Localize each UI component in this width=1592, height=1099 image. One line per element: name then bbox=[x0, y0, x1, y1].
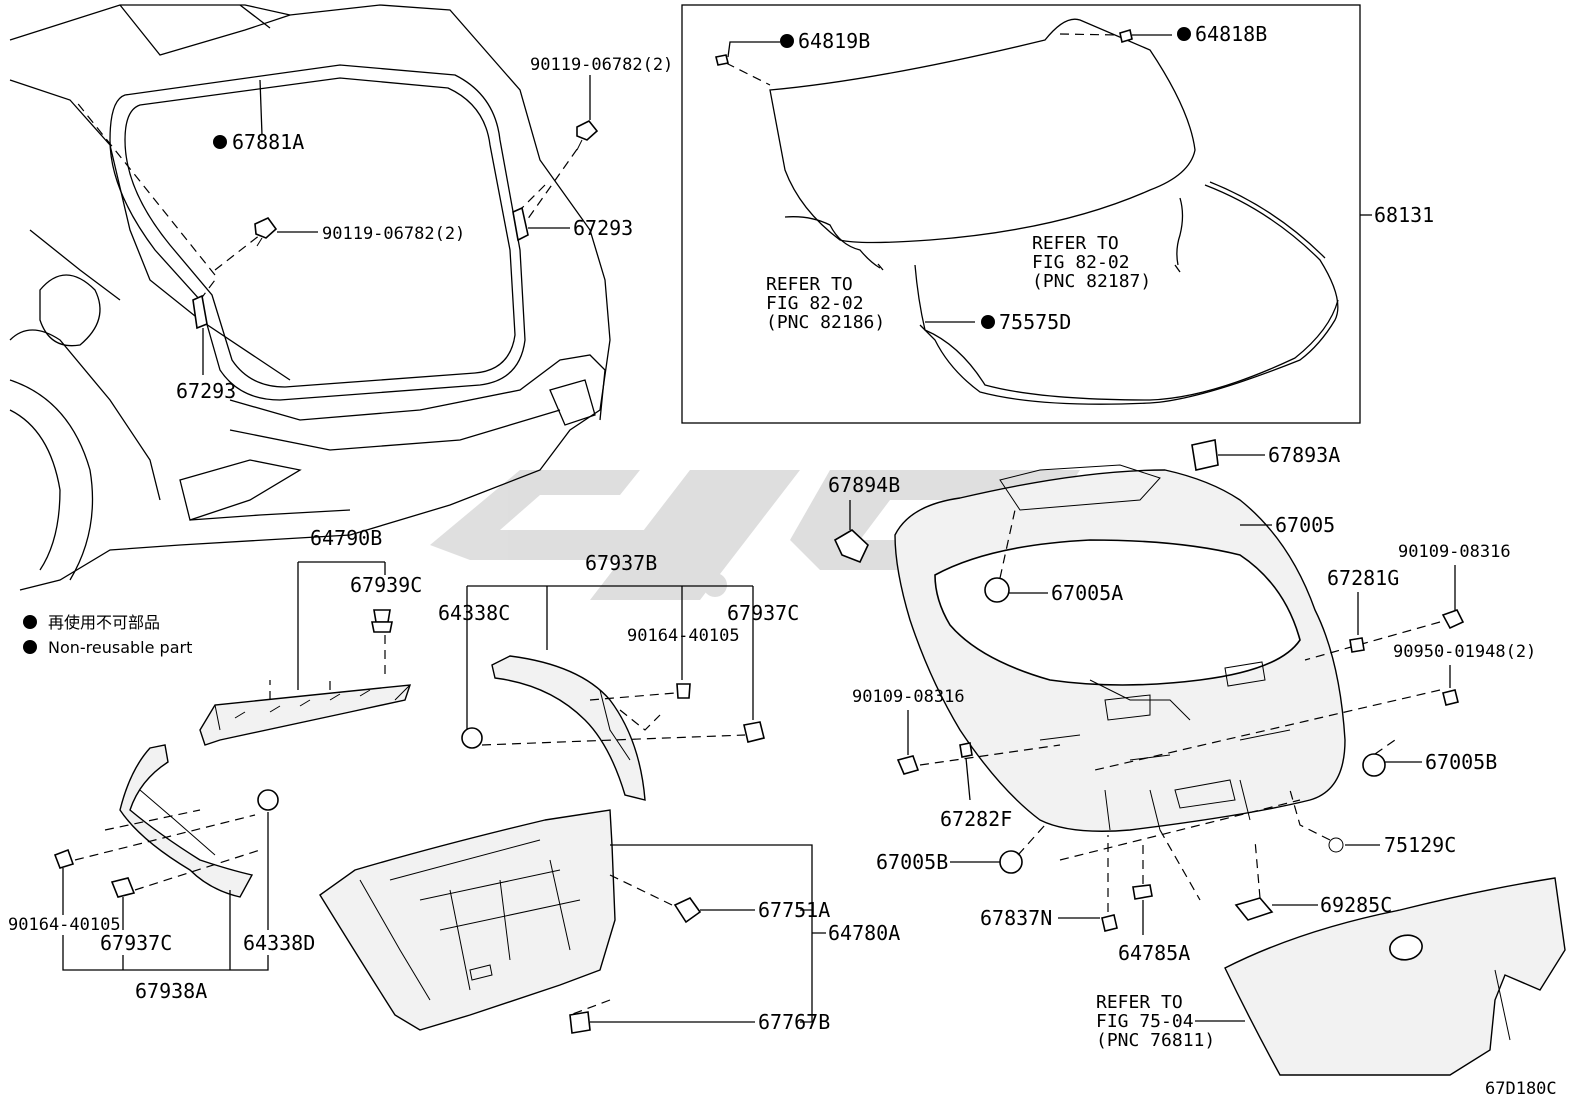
label-67293-right: 67293 bbox=[573, 216, 633, 240]
grommet-64338D-icon bbox=[257, 789, 279, 811]
label-69285C: 69285C bbox=[1320, 893, 1392, 917]
label-64785A: 64785A bbox=[1118, 941, 1190, 965]
quarter-trim-67938A bbox=[119, 744, 254, 898]
label-67893A: 67893A bbox=[1268, 443, 1340, 467]
label-67881A: 67881A bbox=[232, 130, 304, 154]
cushion-67005B-left-icon bbox=[999, 850, 1023, 874]
grommet-64338C-icon bbox=[461, 727, 483, 749]
legend-dot-icon bbox=[23, 615, 37, 629]
nut-90950-icon bbox=[1442, 689, 1459, 706]
label-90164-upper: 90164-40105 bbox=[627, 626, 740, 646]
ref-right-line1: REFER TO bbox=[1032, 233, 1119, 254]
screw-90164-lower-icon bbox=[53, 848, 75, 869]
clip-67937C-upper-icon bbox=[743, 721, 765, 743]
nonreusable-dot-icon bbox=[780, 34, 794, 48]
label-67751A: 67751A bbox=[758, 898, 830, 922]
label-90119-top: 90119-06782(2) bbox=[530, 55, 673, 75]
label-67293-left: 67293 bbox=[176, 379, 236, 403]
ref-left-line1: REFER TO bbox=[766, 274, 853, 295]
label-64338C: 64338C bbox=[438, 601, 510, 625]
clip-67751A-icon bbox=[673, 896, 702, 924]
clip-64819B-icon bbox=[715, 54, 729, 66]
label-67282F: 67282F bbox=[940, 807, 1012, 831]
label-64818B: 64818B bbox=[1195, 22, 1267, 46]
clip-67837N-icon bbox=[1101, 914, 1118, 932]
label-90109-right: 90109-08316 bbox=[1398, 542, 1511, 562]
cushion-67005B-right-icon bbox=[1362, 753, 1386, 777]
bolt-90119-top-icon bbox=[576, 119, 599, 151]
glass-group-box bbox=[681, 4, 1361, 424]
back-door-panel-67005 bbox=[894, 464, 1346, 832]
screw-90164-upper-icon bbox=[676, 683, 691, 699]
nonreusable-dot-icon bbox=[981, 315, 995, 329]
ref-left-line2: FIG 82-02 bbox=[766, 293, 864, 314]
ref-bottom-line2: FIG 75-04 bbox=[1096, 1011, 1194, 1032]
lamp-69285C-icon bbox=[1234, 897, 1274, 921]
label-90119-mid: 90119-06782(2) bbox=[322, 224, 465, 244]
label-64338D: 64338D bbox=[243, 931, 315, 955]
hinge-cover-67893A-icon bbox=[1191, 439, 1219, 471]
legend-dot-icon bbox=[23, 640, 37, 654]
legend-line2: Non-reusable part bbox=[48, 638, 192, 657]
legend-line1: 再使用不可部品 bbox=[48, 613, 160, 632]
clip-67937C-lower-icon bbox=[110, 877, 136, 898]
label-90109-left: 90109-08316 bbox=[852, 687, 965, 707]
ref-bottom-line3: (PNC 76811) bbox=[1096, 1030, 1215, 1051]
nonreusable-dot-icon bbox=[1177, 27, 1191, 41]
diagram-code: 67D180C bbox=[1485, 1079, 1557, 1099]
label-90164-lower: 90164-40105 bbox=[8, 915, 121, 935]
striker-67282F-icon bbox=[959, 742, 973, 758]
label-67837N: 67837N bbox=[980, 906, 1052, 930]
label-90950: 90950-01948(2) bbox=[1393, 642, 1536, 662]
back-door-trim-64780A bbox=[319, 809, 616, 1031]
hinge-cover-67894B-icon bbox=[833, 529, 869, 564]
stopper-67293-right-icon bbox=[512, 206, 529, 242]
open-circle-75129C-icon bbox=[1328, 837, 1344, 853]
bolt-90109-left-icon bbox=[896, 755, 920, 775]
striker-67281G-icon bbox=[1349, 637, 1365, 653]
ref-bottom-line1: REFER TO bbox=[1096, 992, 1183, 1013]
back-glass-68131 bbox=[769, 18, 1339, 405]
label-67938A: 67938A bbox=[135, 979, 207, 1003]
nonreusable-dot-icon bbox=[213, 135, 227, 149]
bolt-90119-mid-icon bbox=[254, 216, 278, 247]
wire-harness-right bbox=[1176, 197, 1184, 266]
vehicle-rear-body bbox=[9, 4, 611, 591]
ref-right-line3: (PNC 82187) bbox=[1032, 271, 1151, 292]
clip-67939C-icon bbox=[371, 609, 393, 633]
label-67937C-lower: 67937C bbox=[100, 931, 172, 955]
stopper-67293-left-icon bbox=[192, 294, 208, 330]
label-67939C: 67939C bbox=[350, 573, 422, 597]
label-75575D: 75575D bbox=[999, 310, 1071, 334]
label-67005B-left: 67005B bbox=[876, 850, 948, 874]
cushion-67005A-icon bbox=[984, 577, 1010, 603]
label-64819B: 64819B bbox=[798, 29, 870, 53]
bolt-90109-right-icon bbox=[1441, 609, 1465, 630]
scuff-plate-64790B bbox=[199, 684, 412, 746]
clip-64818B-icon bbox=[1119, 28, 1133, 44]
label-67937B: 67937B bbox=[585, 551, 657, 575]
back-door-garnish bbox=[1224, 877, 1566, 1076]
label-67005A: 67005A bbox=[1051, 581, 1123, 605]
clip-67767B-icon bbox=[569, 1011, 591, 1034]
label-75129C: 75129C bbox=[1384, 833, 1456, 857]
clip-64785A-icon bbox=[1132, 884, 1153, 900]
wire-harness-left bbox=[784, 216, 881, 269]
pillar-garnish-67937B bbox=[491, 655, 646, 801]
label-64780A: 64780A bbox=[828, 921, 900, 945]
ref-left-line3: (PNC 82186) bbox=[766, 312, 885, 333]
label-67281G: 67281G bbox=[1327, 566, 1399, 590]
label-67767B: 67767B bbox=[758, 1010, 830, 1034]
label-67937C-upper: 67937C bbox=[727, 601, 799, 625]
label-67005B-right: 67005B bbox=[1425, 750, 1497, 774]
label-67005: 67005 bbox=[1275, 513, 1335, 537]
ref-right-line2: FIG 82-02 bbox=[1032, 252, 1130, 273]
label-67894B: 67894B bbox=[828, 473, 900, 497]
label-68131: 68131 bbox=[1374, 203, 1434, 227]
label-64790B: 64790B bbox=[310, 526, 382, 550]
